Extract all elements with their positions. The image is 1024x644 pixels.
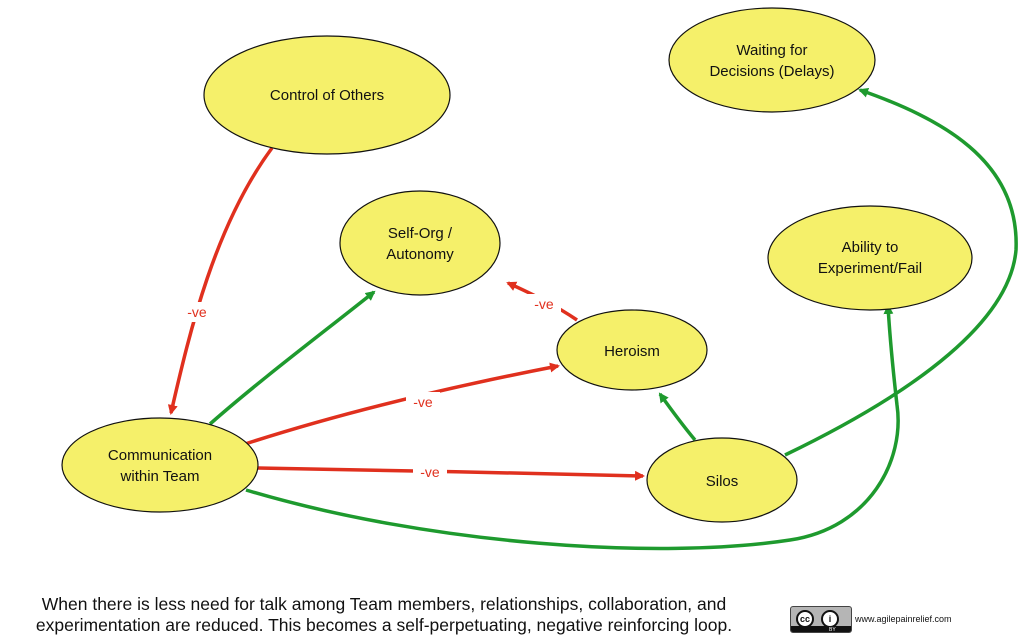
svg-text:-ve: -ve: [534, 296, 554, 312]
svg-text:-ve: -ve: [413, 394, 433, 410]
edge-silos-to-waiting: [784, 87, 1018, 457]
caption-line-2: experimentation are reduced. This become…: [35, 615, 733, 635]
edge-label-control-to-communication: -ve: [180, 302, 214, 322]
edge-control-to-communication: [167, 146, 274, 415]
edge-communication-to-silos: [257, 466, 645, 481]
edge-label-communication-to-silos: -ve: [413, 462, 447, 482]
svg-text:within Team: within Team: [120, 468, 200, 485]
svg-text:Silos: Silos: [706, 473, 739, 490]
edge-silos-to-heroism: [658, 392, 697, 442]
edge-communication-to-ability: [245, 304, 900, 551]
caption-line-1: When there is less need for talk among T…: [41, 594, 727, 614]
causal-loop-diagram: -ve -ve -ve -ve Control of Others Waitin…: [61, 7, 1018, 551]
caption: When there is less need for talk among T…: [4, 594, 764, 636]
node-waiting-for-decisions: Waiting for Decisions (Delays): [668, 7, 876, 113]
license-bar: [791, 626, 851, 632]
edge-label-communication-to-heroism: -ve: [406, 392, 440, 412]
svg-text:Autonomy: Autonomy: [386, 246, 454, 263]
svg-text:-ve: -ve: [420, 464, 440, 480]
license-badge-text: BY: [829, 627, 836, 633]
svg-text:Self-Org /: Self-Org /: [388, 225, 453, 242]
site-url[interactable]: www.agilepainrelief.com: [855, 614, 952, 624]
node-heroism: Heroism: [556, 309, 708, 391]
node-silos: Silos: [646, 437, 798, 523]
creative-commons-by-icon: cc i BY: [790, 606, 852, 633]
node-self-org-autonomy: Self-Org / Autonomy: [339, 190, 501, 296]
svg-text:Decisions (Delays): Decisions (Delays): [709, 63, 834, 80]
node-ability-to-experiment: Ability to Experiment/Fail: [767, 205, 973, 311]
svg-text:Experiment/Fail: Experiment/Fail: [818, 260, 922, 277]
svg-text:Communication: Communication: [108, 447, 212, 464]
node-communication-within-team: Communication within Team: [61, 417, 259, 513]
svg-text:Heroism: Heroism: [604, 343, 660, 360]
svg-text:Ability to: Ability to: [842, 239, 899, 256]
node-control-of-others: Control of Others: [203, 35, 451, 155]
edge-label-heroism-to-selforg: -ve: [527, 294, 561, 314]
svg-text:Control of Others: Control of Others: [270, 87, 384, 104]
svg-text:Waiting for: Waiting for: [736, 42, 807, 59]
svg-text:-ve: -ve: [187, 304, 207, 320]
edge-communication-to-heroism: [244, 362, 560, 446]
edge-communication-to-selforg: [208, 290, 376, 426]
